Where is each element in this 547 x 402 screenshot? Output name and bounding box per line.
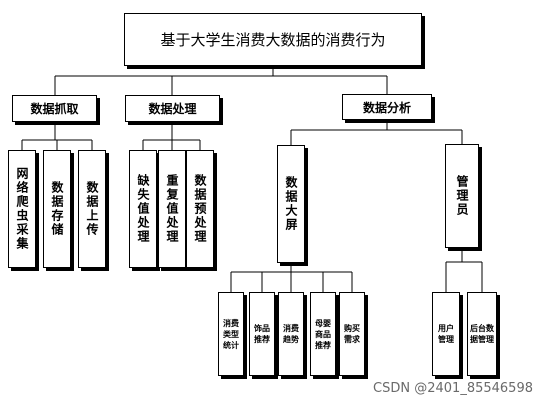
module-label: 数据分析 [362, 100, 411, 115]
module-data-processing: 数据处理 [125, 95, 220, 122]
node-admin: 管理员 [445, 144, 479, 248]
leaf-accessory-recommend: 饰品推荐 [249, 292, 275, 376]
root-node: 基于大学生消费大数据的消费行为 [124, 13, 422, 66]
leaf-label: 饰品推荐 [254, 323, 270, 344]
leaf-purchase-demand: 购买需求 [339, 292, 365, 376]
node-label: 数据上传 [85, 181, 99, 237]
node-label: 数据大屏 [284, 176, 298, 232]
node-data-storage: 数据存储 [43, 150, 71, 268]
module-data-crawling: 数据抓取 [12, 95, 97, 122]
leaf-label: 用户管理 [438, 323, 454, 344]
leaf-label: 购买需求 [344, 323, 360, 344]
node-label: 重复值处理 [165, 174, 179, 244]
leaf-consumption-trend: 消费趋势 [278, 292, 304, 376]
node-label: 数据存储 [50, 181, 64, 237]
node-data-upload: 数据上传 [78, 150, 106, 268]
leaf-label: 消费趋势 [283, 323, 299, 344]
node-label: 缺失值处理 [136, 174, 150, 244]
node-data-screen: 数据大屏 [277, 145, 305, 263]
module-data-analysis: 数据分析 [342, 94, 432, 120]
node-label: 管理员 [455, 175, 469, 217]
root-label: 基于大学生消费大数据的消费行为 [160, 31, 386, 49]
leaf-baby-products: 母婴商品推荐 [310, 292, 336, 376]
leaf-label: 母婴商品推荐 [315, 317, 331, 350]
node-label: 数据预处理 [193, 174, 207, 244]
node-missing-value: 缺失值处理 [129, 150, 157, 268]
module-label: 数据处理 [148, 102, 197, 116]
module-label: 数据抓取 [30, 102, 79, 116]
leaf-label: 后台数据管理 [470, 323, 494, 344]
node-label: 网络爬虫采集 [15, 167, 29, 251]
node-duplicate-value: 重复值处理 [158, 150, 186, 268]
node-preprocessing: 数据预处理 [186, 150, 214, 268]
leaf-label: 消费类型统计 [223, 317, 239, 350]
watermark: CSDN @2401_85546598 [373, 381, 533, 396]
node-web-crawler: 网络爬虫采集 [8, 150, 36, 268]
leaf-user-management: 用户管理 [432, 292, 460, 376]
leaf-consumption-type: 消费类型统计 [218, 292, 244, 376]
leaf-backend-data-management: 后台数据管理 [467, 292, 497, 376]
